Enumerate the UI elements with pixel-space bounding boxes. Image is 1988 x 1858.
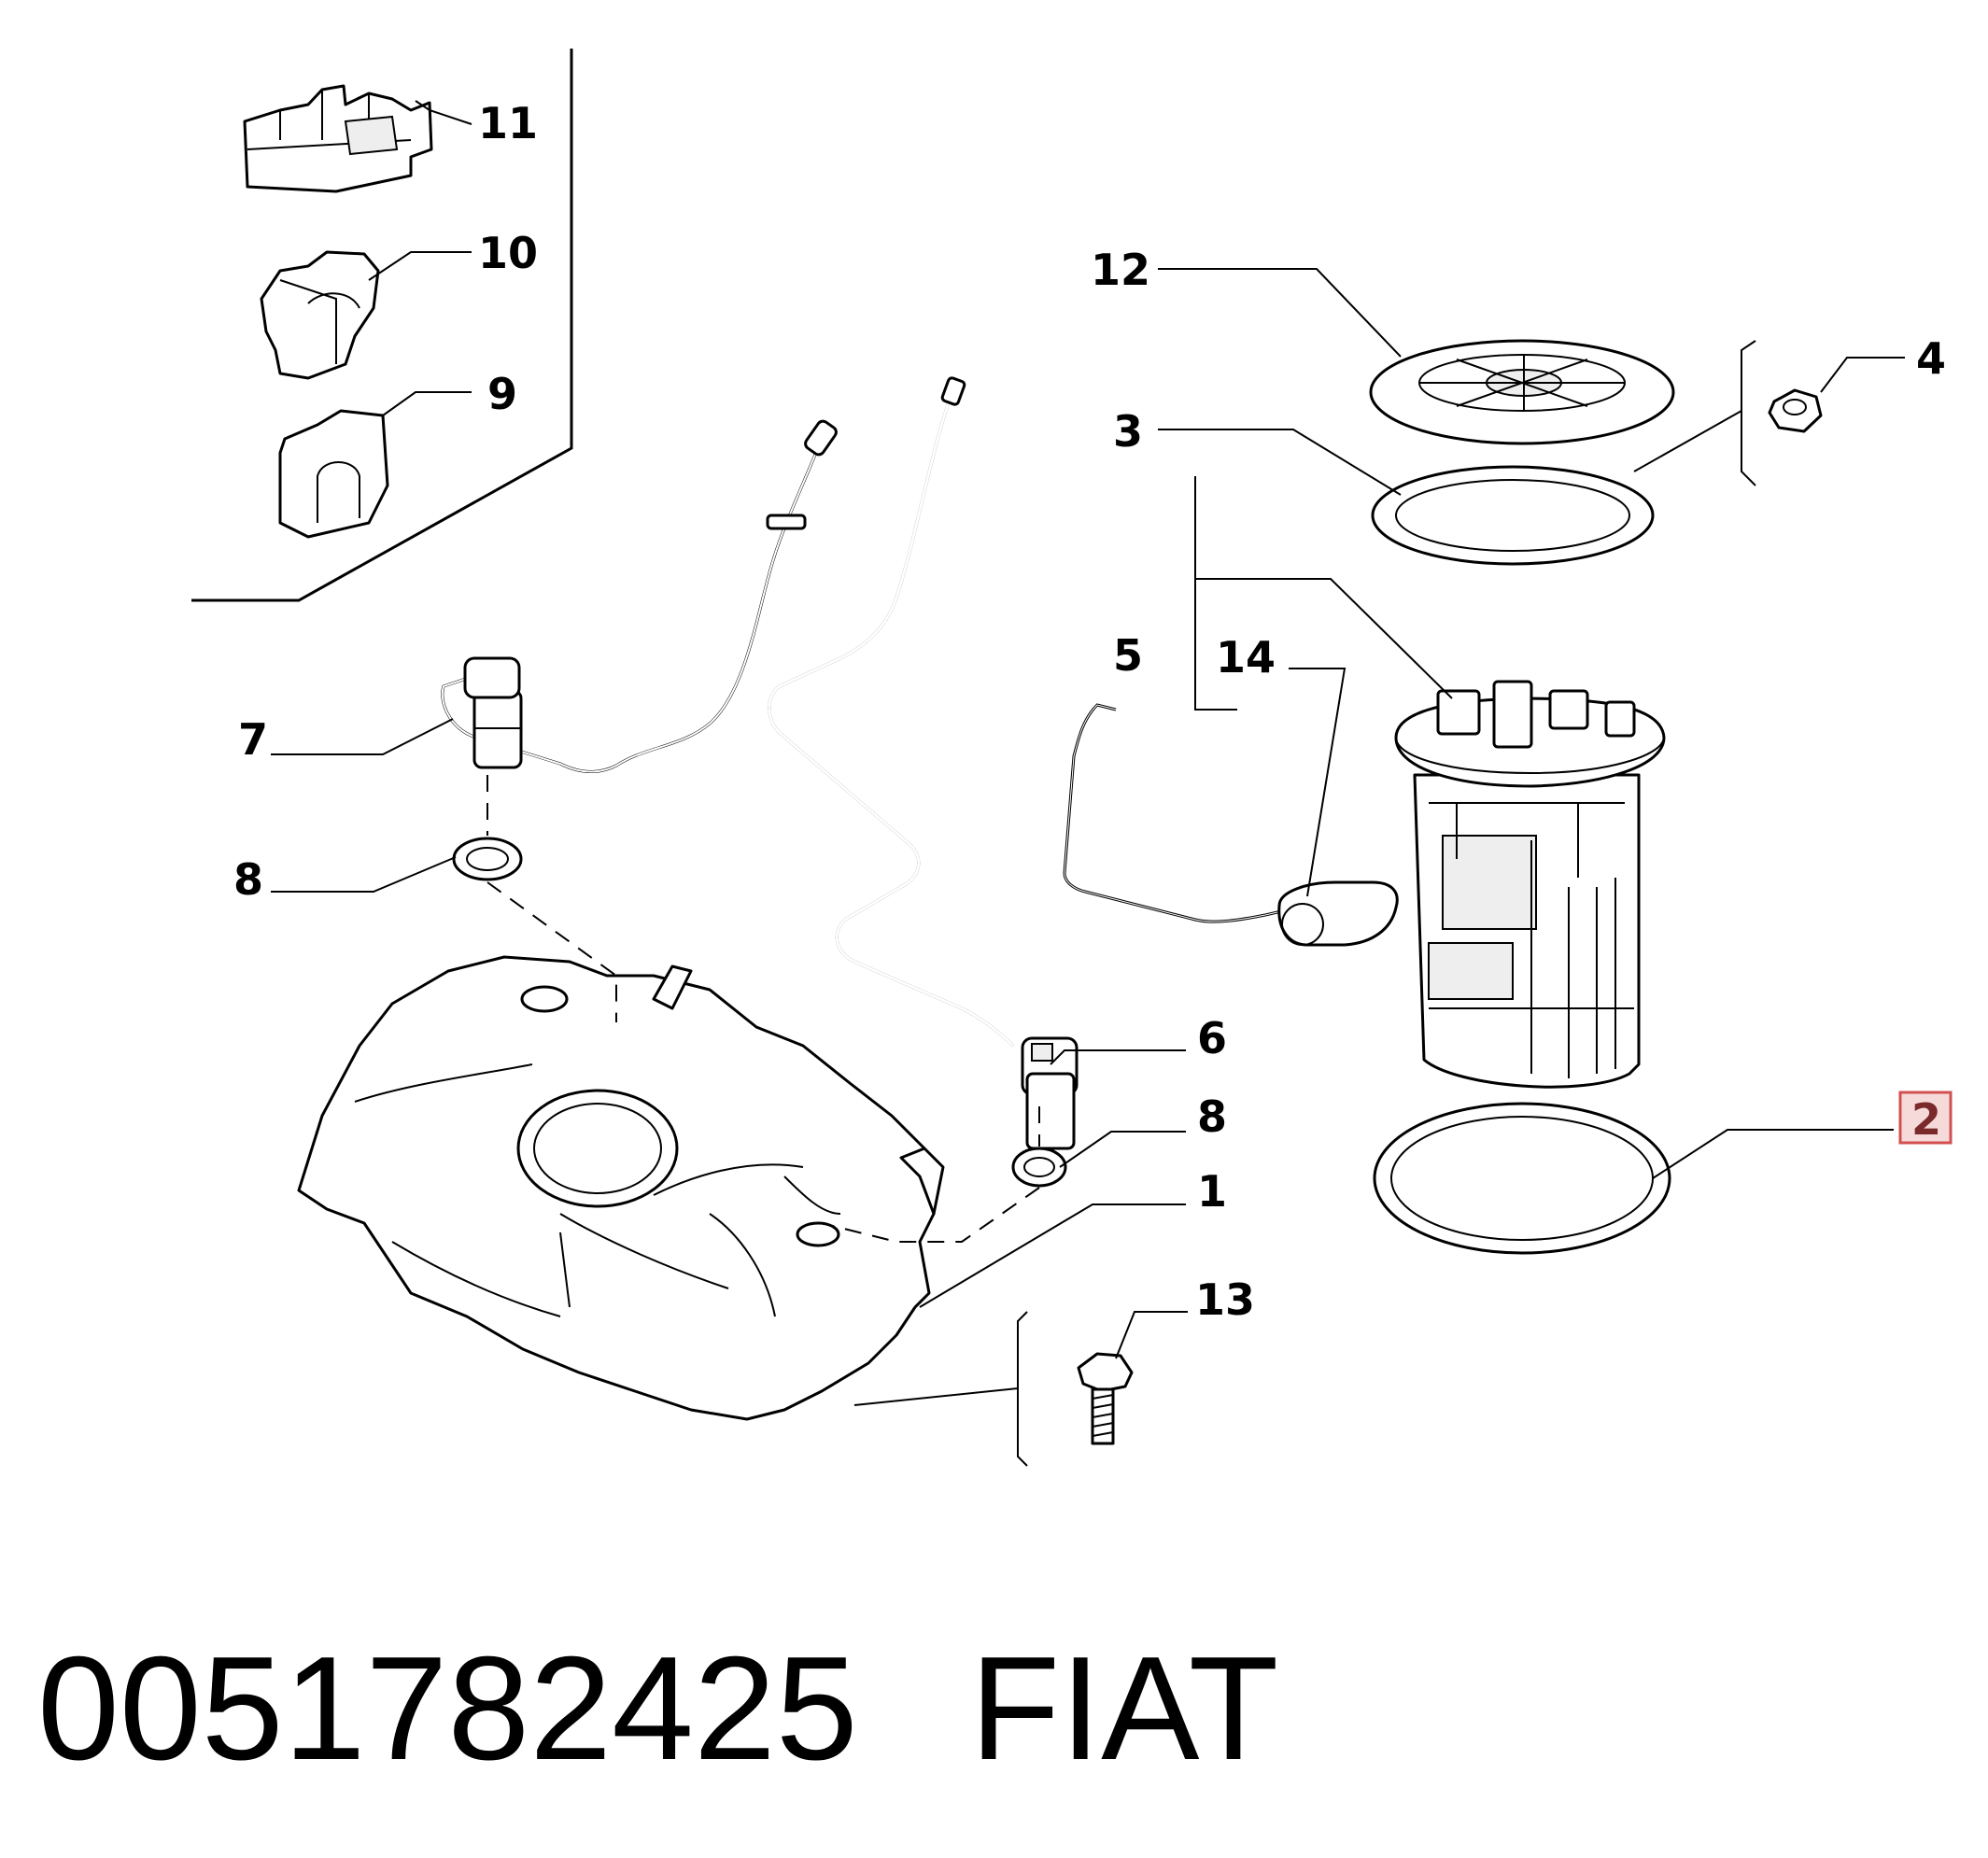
part-8-grommet-lower (1011, 1147, 1067, 1188)
callout-14: 14 (1216, 632, 1276, 683)
callout-10: 10 (478, 228, 538, 278)
part-14-float (1277, 880, 1399, 947)
assembly-dashed-lines (486, 775, 1040, 1243)
brand-name: FIAT (969, 1626, 1279, 1791)
callout-2: 2 (1911, 1094, 1941, 1145)
part-10-clip (260, 250, 380, 380)
callout-9: 9 (487, 369, 517, 419)
part-8-grommet-upper (452, 837, 523, 881)
part-13-screw (1077, 1352, 1134, 1445)
part-2-pump-module (1394, 680, 1666, 1089)
part-11-bracket (243, 84, 433, 193)
inset-frame (191, 49, 573, 602)
callout-12: 12 (1091, 245, 1150, 295)
callout-8-upper: 8 (233, 854, 263, 905)
part-number: 0051782425 (37, 1626, 858, 1791)
part-6-sender (1021, 1036, 1079, 1150)
callout-6: 6 (1197, 1013, 1227, 1063)
part-2-seal-ring (1373, 1102, 1671, 1255)
fuel-lines (441, 376, 1015, 1048)
callout-5: 5 (1113, 630, 1143, 681)
part-12-cover (1369, 339, 1675, 445)
part-5-float-arm (1063, 703, 1299, 923)
callout-7: 7 (238, 714, 268, 765)
part-9-block (278, 409, 389, 539)
callout-8-lower: 8 (1197, 1091, 1227, 1142)
part-3-locking-ring (1371, 465, 1655, 566)
part-4-nut (1768, 388, 1823, 433)
callout-2-highlight[interactable]: 2 (1898, 1091, 1953, 1145)
callout-4: 4 (1916, 333, 1946, 384)
part-1-fuel-tank (297, 955, 945, 1421)
leader-lines (271, 100, 1905, 1406)
callout-11: 11 (478, 98, 538, 148)
footer-caption: 0051782425 FIAT (37, 1625, 1278, 1793)
callout-13: 13 (1195, 1274, 1255, 1325)
callout-2-box (1898, 1091, 1953, 1145)
part-7-sender (463, 656, 523, 769)
callout-3: 3 (1113, 406, 1143, 457)
callout-1: 1 (1197, 1166, 1227, 1217)
